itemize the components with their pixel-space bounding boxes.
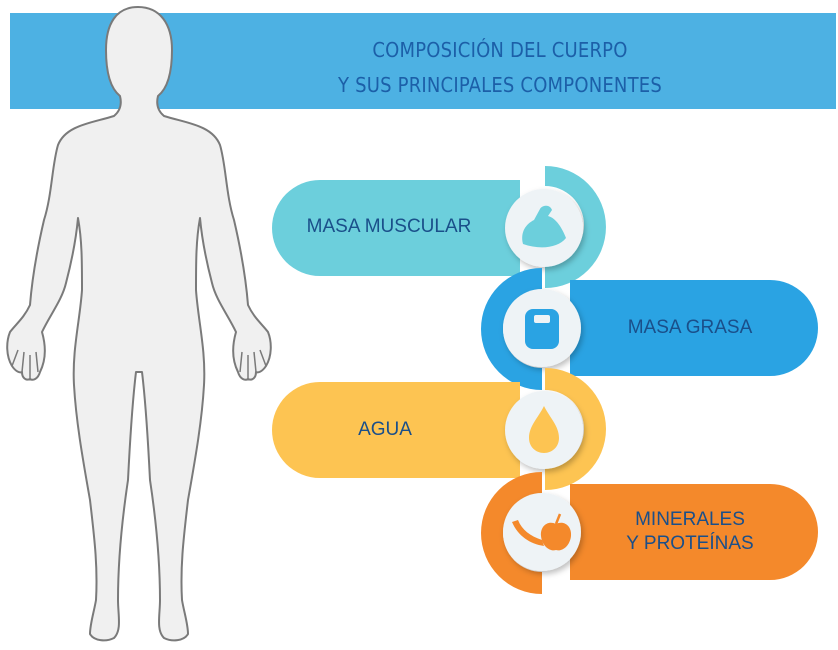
label-minerals-line-1: MINERALES: [635, 509, 745, 530]
label-muscle-mass-text: MASA MUSCULAR: [306, 216, 472, 237]
minerals-arc: [481, 472, 542, 594]
component-muscle-mass: [272, 166, 606, 288]
water-arc: [545, 368, 606, 490]
apple-stem-icon: [554, 513, 562, 525]
label-muscle-mass: MASA MUSCULAR: [278, 215, 500, 239]
label-water-text: AGUA: [358, 419, 412, 440]
label-fat-mass: MASA GRASA: [590, 316, 790, 340]
left-hand-fingers: [11, 349, 39, 379]
label-water: AGUA: [300, 418, 470, 442]
water-drop-icon: [529, 406, 559, 453]
component-minerals-proteins: [481, 472, 818, 594]
scale-icon: [525, 309, 559, 349]
component-water: [272, 368, 606, 490]
title-line-1: COMPOSICIÓN DEL CUERPO: [372, 38, 628, 62]
human-body-silhouette: [6, 6, 272, 642]
label-fat-mass-text: MASA GRASA: [627, 317, 753, 338]
right-hand-fingers: [239, 349, 267, 379]
component-fat-mass: [481, 268, 818, 390]
label-minerals-line-2: Y PROTEÍNAS: [626, 533, 754, 554]
fat-pill: [570, 280, 818, 376]
scale-display: [534, 315, 550, 323]
flexed-arm-icon: [522, 205, 566, 248]
label-minerals-proteins: MINERALES Y PROTEÍNAS: [590, 508, 790, 556]
minerals-pill: [570, 484, 818, 580]
fat-arc: [481, 268, 542, 390]
banana-icon: [512, 520, 544, 546]
apple-icon: [540, 522, 572, 551]
page-title: COMPOSICIÓN DEL CUERPO Y SUS PRINCIPALES…: [230, 33, 770, 103]
title-line-2: Y SUS PRINCIPALES COMPONENTES: [338, 73, 662, 97]
muscle-arc: [545, 166, 606, 288]
muscle-pill: [272, 180, 520, 276]
water-pill: [272, 382, 520, 478]
